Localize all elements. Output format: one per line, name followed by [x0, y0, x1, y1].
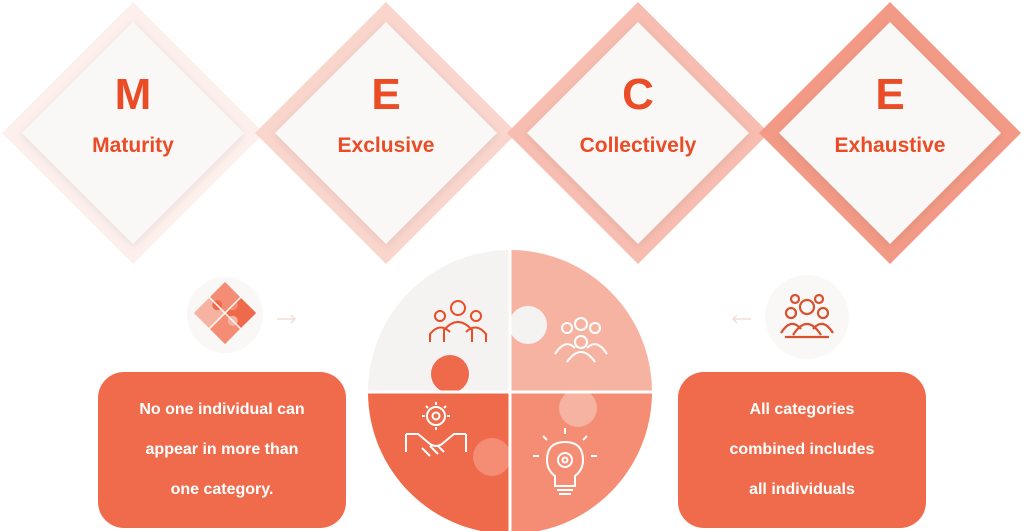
exhaustive-description-line-2: combined includes [729, 441, 875, 458]
exclusive-description-line-3: one category. [170, 481, 274, 498]
letter-m: M [114, 70, 152, 119]
exclusive-description-box: No one individual can appear in more tha… [98, 372, 346, 528]
word-exhaustive: Exhaustive [834, 134, 946, 157]
word-collectively: Collectively [579, 134, 697, 157]
puzzle-circle [368, 250, 652, 531]
exclusive-description-line-1: No one individual can [139, 401, 305, 418]
letter-e: E [371, 70, 401, 119]
audience-group-icon [554, 317, 608, 363]
diamond-exhaustive [759, 2, 1021, 264]
diamond-exclusive [255, 2, 517, 264]
exhaustive-description-box: All categories combined includes all ind… [678, 372, 926, 528]
word-exclusive: Exclusive [337, 134, 435, 157]
puzzle-pieces-icon [187, 277, 297, 353]
diamond-maturity [2, 2, 264, 264]
lightbulb-gear-icon [533, 428, 597, 495]
word-maturity: Maturity [92, 134, 174, 157]
exclusive-description-line-2: appear in more than [145, 441, 299, 458]
exhaustive-description-line-1: All categories [749, 401, 855, 418]
diamond-row [2, 2, 1021, 264]
handshake-gear-icon [405, 402, 467, 457]
letter-e-2: E [875, 70, 905, 119]
team-people-icon [429, 300, 487, 342]
exhaustive-description-line-3: all individuals [749, 481, 855, 498]
letter-c: C [622, 70, 654, 119]
group-people-icon [731, 275, 849, 359]
diamond-collectively [507, 2, 769, 264]
